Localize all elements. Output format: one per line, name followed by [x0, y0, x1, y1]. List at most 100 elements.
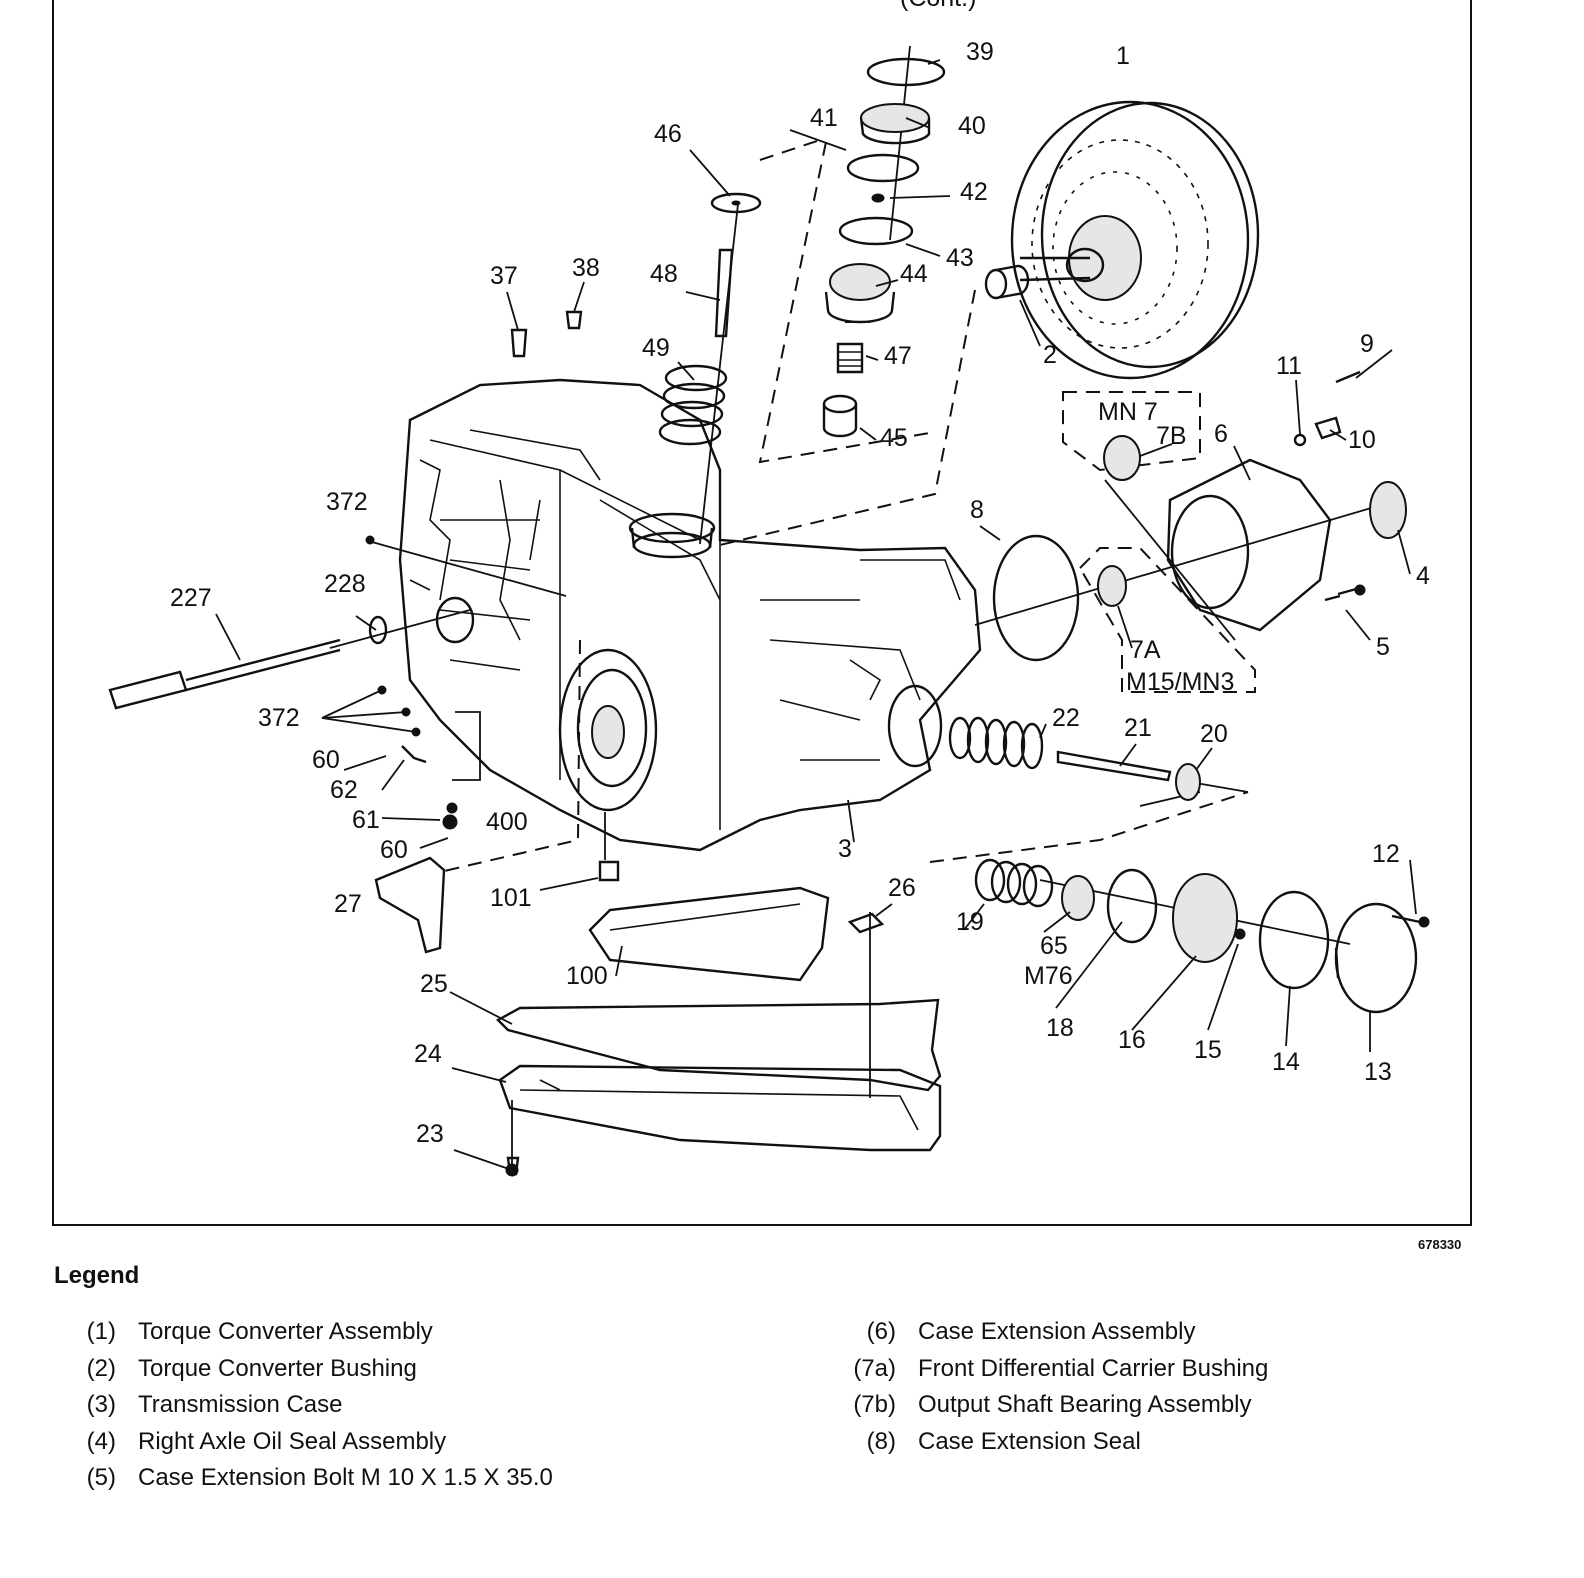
option-code-mn7: MN 7 [1098, 398, 1158, 426]
callout-372-lower: 372 [258, 704, 300, 732]
callout-65: 65 [1040, 932, 1068, 960]
legend-text: Case Extension Assembly [918, 1318, 1196, 1346]
piston-44 [829, 263, 891, 301]
callout-14: 14 [1272, 1048, 1300, 1076]
callout-61: 61 [352, 806, 380, 834]
callout-11: 11 [1276, 352, 1302, 380]
gasket-26 [847, 912, 885, 934]
callout-22: 22 [1052, 704, 1080, 732]
clip-15 [1234, 928, 1246, 940]
callout-37: 37 [490, 262, 518, 290]
callout-27: 27 [334, 890, 362, 918]
part-61 [442, 814, 458, 830]
case-extension-parts [992, 370, 1407, 662]
callout-1: 1 [1116, 42, 1130, 70]
ring-43 [838, 216, 914, 246]
ring-39 [866, 57, 946, 87]
callout-38: 38 [572, 254, 600, 282]
seal-20 [1175, 763, 1201, 801]
legend-number: (5) [86, 1464, 116, 1492]
bolt-37 [510, 328, 528, 358]
callout-6: 6 [1214, 420, 1228, 448]
legend-text: Torque Converter Assembly [138, 1318, 433, 1346]
legend-item: (2) Torque Converter Bushing [66, 1351, 553, 1388]
callout-41: 41 [810, 104, 838, 132]
callout-16: 16 [1118, 1026, 1146, 1054]
legend-left-column: (1) Torque Converter Assembly (2) Torque C… [66, 1314, 553, 1497]
callout-46: 46 [654, 120, 682, 148]
torque-converter-assembly [1010, 100, 1260, 380]
legend-text: Transmission Case [138, 1391, 343, 1419]
legend-number: (7a) [853, 1354, 896, 1382]
callout-4: 4 [1416, 562, 1430, 590]
callout-23: 23 [416, 1120, 444, 1148]
legend-number: (4) [86, 1427, 116, 1455]
callout-3: 3 [838, 835, 852, 863]
callout-60-upper: 60 [312, 746, 340, 774]
exploded-view-diagram: (Cont.) [108, 0, 1430, 1177]
callout-13: 13 [1364, 1058, 1392, 1086]
callout-49: 49 [642, 334, 670, 362]
legend-item: (6) Case Extension Assembly [834, 1314, 1268, 1351]
callout-2: 2 [1043, 341, 1057, 369]
callout-labels: 1 2 3 4 5 6 7A 7B 8 9 10 11 12 13 14 15 … [170, 38, 1430, 1148]
callout-100: 100 [566, 962, 608, 990]
legend-item: (1) Torque Converter Assembly [66, 1314, 553, 1351]
legend-title: Legend [54, 1262, 140, 1289]
legend-number: (7b) [853, 1391, 896, 1419]
bolt-12 [1334, 914, 1421, 979]
spring-19 [974, 858, 1006, 902]
pin-48 [714, 248, 734, 338]
part-101 [598, 860, 620, 882]
legend-text: Case Extension Seal [918, 1427, 1141, 1455]
case-extension-6 [1166, 458, 1332, 632]
piston-45 [822, 394, 858, 414]
callout-48: 48 [650, 260, 678, 288]
spring-47 [836, 342, 864, 374]
piston-16 [1172, 873, 1238, 963]
washer-46 [710, 192, 762, 214]
clip-42 [871, 193, 885, 203]
callout-44: 44 [900, 260, 928, 288]
legend-item: (4) Right Axle Oil Seal Assembly [66, 1424, 553, 1461]
legend-number: (2) [86, 1354, 116, 1382]
bearing-7b [1103, 435, 1141, 481]
axle-seal-4 [1369, 481, 1407, 539]
servo-parts [948, 716, 1430, 1014]
legend-item: (8)Case Extension Seal [834, 1424, 1268, 1461]
legend-number: (1) [86, 1318, 116, 1346]
callout-101: 101 [490, 884, 532, 912]
callout-40: 40 [958, 112, 986, 140]
legend-item: (5) Case Extension Bolt M 10 X 1.5 X 35.0 [66, 1460, 553, 1497]
torque-converter-bushing [984, 264, 1030, 300]
shaft-227 [108, 670, 188, 710]
legend-text: Case Extension Bolt M 10 X 1.5 X 35.0 [138, 1464, 553, 1492]
bracket-27 [374, 856, 446, 954]
seal-228 [368, 615, 388, 645]
leader-ticks [215, 59, 1417, 1169]
gasket-25 [496, 998, 942, 1092]
lower-parts [108, 615, 942, 1177]
callout-60-lower: 60 [380, 836, 408, 864]
callout-8: 8 [970, 496, 984, 524]
callout-15: 15 [1194, 1036, 1222, 1064]
callout-5: 5 [1376, 633, 1390, 661]
callout-9: 9 [1360, 330, 1374, 358]
callout-7a: 7A [1130, 636, 1161, 664]
legend-text: Right Axle Oil Seal Assembly [138, 1427, 447, 1455]
legend-text: Torque Converter Bushing [138, 1354, 417, 1382]
sensor-62 [401, 745, 427, 764]
callout-45: 45 [880, 424, 908, 452]
ring-18 [1106, 868, 1158, 944]
legend-item: (3)Transmission Case [66, 1387, 553, 1424]
legend-right-column: (6)Case Extension Assembly (7a)Front Dif… [834, 1314, 1268, 1460]
legend-number: (6) [866, 1318, 896, 1346]
diagram-frame [52, 0, 1472, 1226]
pin-11 [1293, 433, 1307, 447]
cover-40 [860, 103, 930, 133]
ring-41 [846, 153, 920, 183]
legend-item: (7b)Output Shaft Bearing Assembly [834, 1387, 1268, 1424]
callout-39: 39 [966, 38, 994, 66]
valve-stack-parts [510, 57, 946, 446]
callout-62: 62 [330, 776, 358, 804]
